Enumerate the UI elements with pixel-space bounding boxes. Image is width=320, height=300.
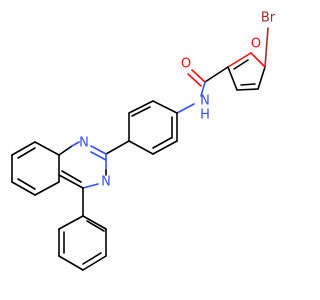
atom-n-lower: N [101, 175, 111, 190]
furan-oxygen-label: O [251, 37, 261, 52]
atom-o-ring: O [251, 37, 261, 52]
carbonyl-oxygen-label: O [181, 57, 191, 72]
c-br-bond [264, 27, 269, 68]
bromine-label: Br [261, 11, 276, 26]
molecule-structure: Br O O N H N N [11, 11, 276, 271]
amide-group [176, 66, 229, 114]
amide-hydrogen-label: H [200, 108, 210, 123]
quinazoline-n1-label: N [79, 136, 89, 151]
phenylene-ring [128, 100, 178, 155]
benzo-ring [11, 141, 60, 196]
atom-o-carbonyl: O [181, 57, 191, 72]
furan-ring [227, 52, 266, 91]
phenyl-ring [58, 187, 107, 271]
atom-nh: N H [200, 94, 210, 123]
atom-br: Br [261, 11, 276, 26]
atom-n-upper: N [79, 136, 89, 151]
amide-nitrogen-label: N [200, 94, 210, 109]
quinazoline-core [58, 140, 130, 189]
quinazoline-n3-label: N [101, 175, 111, 190]
